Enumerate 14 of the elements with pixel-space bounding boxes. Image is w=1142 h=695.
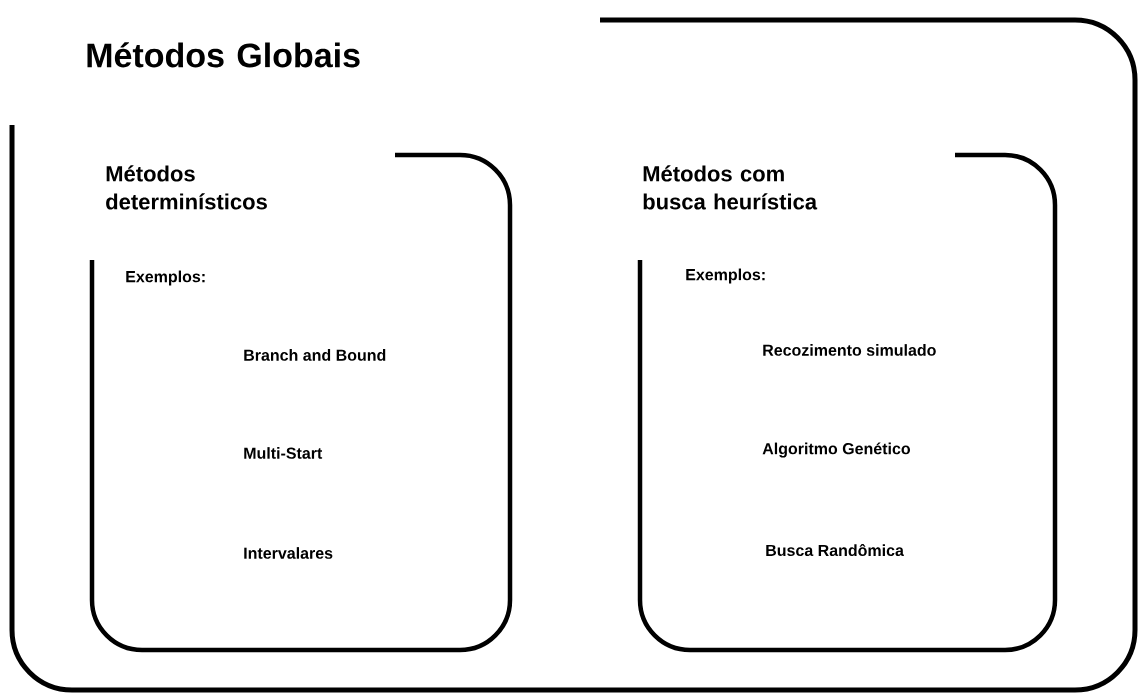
list-item: Algoritmo Genético: [762, 442, 910, 458]
list-heading: Exemplos:: [126, 270, 205, 286]
list-heading: Exemplos:: [686, 268, 765, 284]
box-heading: Métodos com busca heurística: [643, 165, 818, 210]
box-heading: Métodos determinísticos: [106, 165, 267, 210]
list-item: Branch and Bound: [244, 349, 386, 361]
group-box: [89, 152, 513, 653]
list-item: Multi-Start: [244, 447, 323, 459]
list-item: Busca Randômica: [766, 543, 904, 557]
list-item: Intervalares: [244, 547, 333, 559]
group-box: [9, 17, 1138, 693]
list-item: Recozimento simulado: [763, 344, 936, 356]
box-heading: Métodos Globais: [87, 42, 360, 68]
group-box: [637, 152, 1058, 653]
